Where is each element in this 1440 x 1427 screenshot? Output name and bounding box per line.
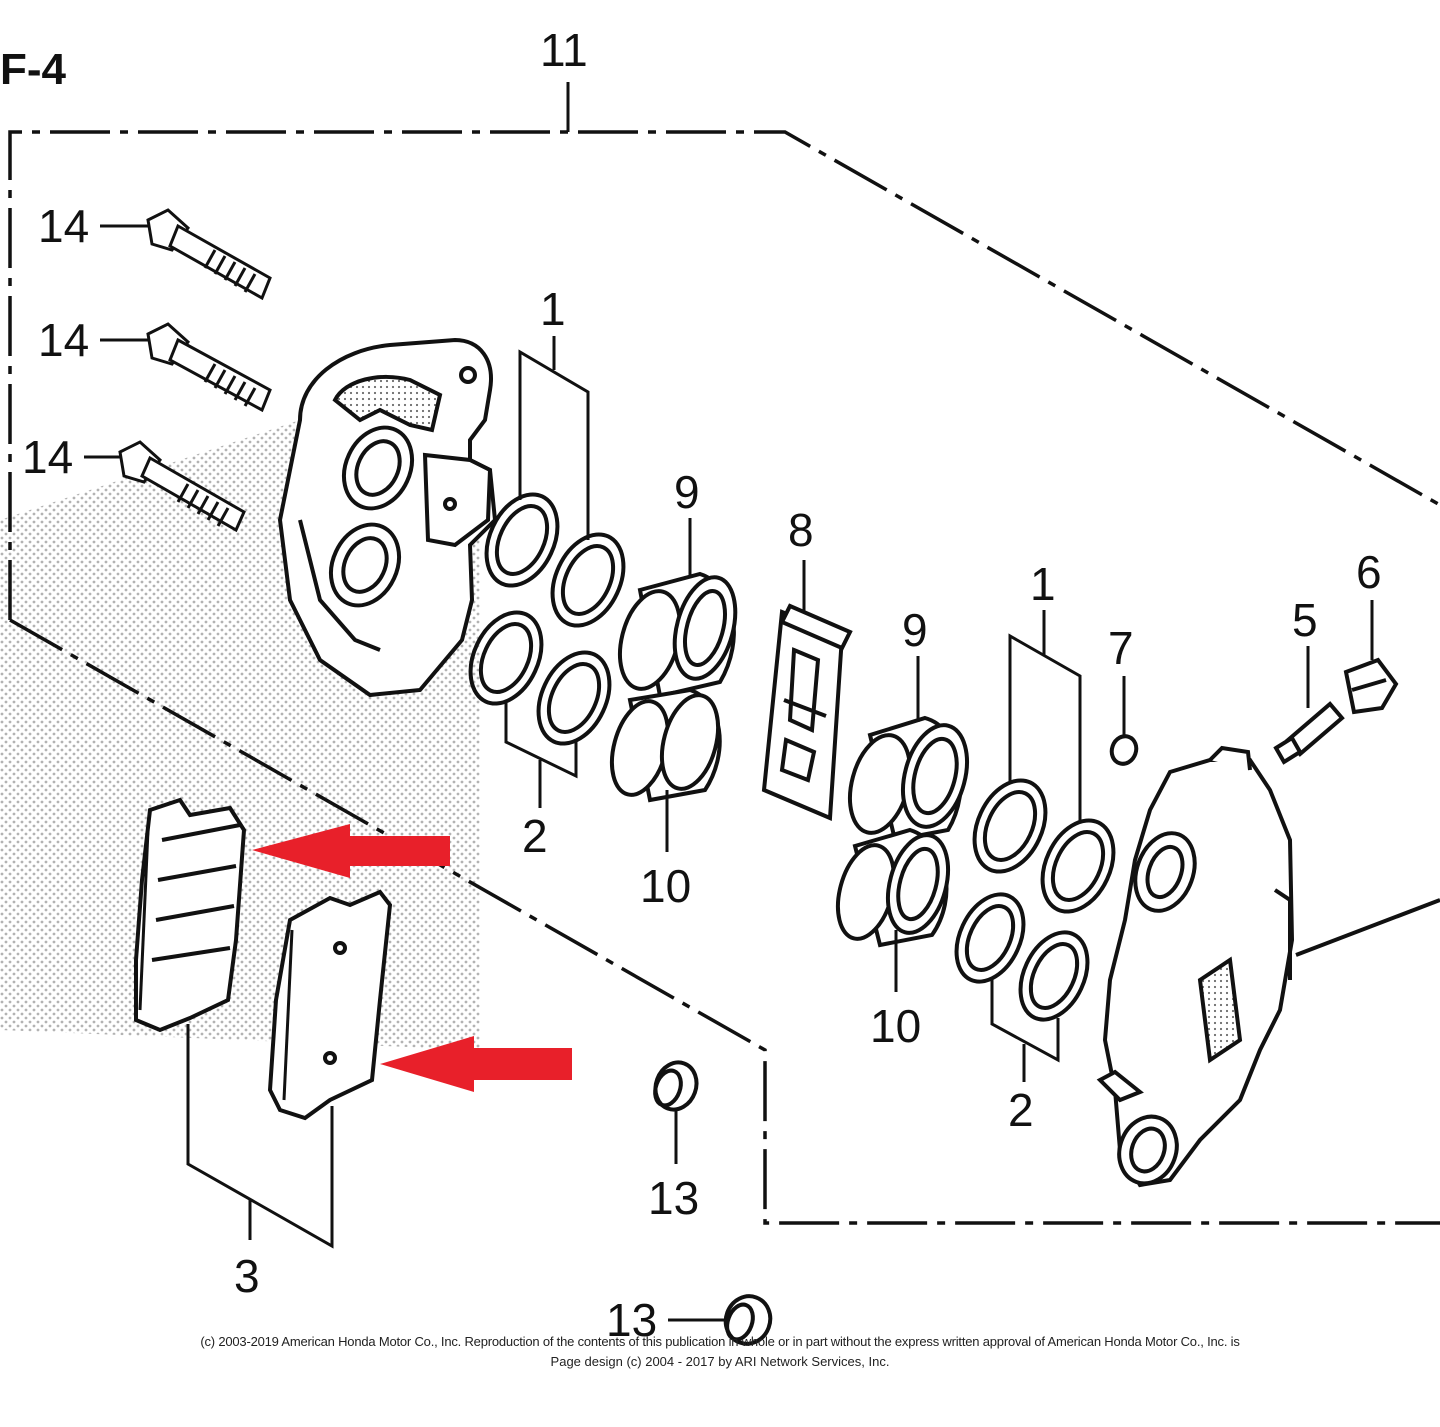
plug <box>1109 734 1139 766</box>
bleeder-screw <box>1273 701 1345 765</box>
brake-pad-right <box>267 889 393 1121</box>
callout-14-top: 14 <box>38 200 89 252</box>
callout-6: 6 <box>1356 546 1382 598</box>
callout-9-right: 9 <box>902 604 928 656</box>
callout-8: 8 <box>788 504 814 556</box>
seal-set-left-upper <box>484 349 626 628</box>
seal-set-left-lower <box>468 610 612 779</box>
bleeder-cap <box>1343 657 1399 715</box>
red-arrow-lower <box>380 1036 572 1092</box>
callout-5: 5 <box>1292 594 1318 646</box>
callout-14-middle: 14 <box>38 314 89 366</box>
callout-2-left: 2 <box>522 810 548 862</box>
brake-pad-left <box>134 797 247 1033</box>
red-arrow-upper <box>252 824 450 878</box>
collar-upper <box>653 1060 699 1112</box>
assembly-boundary <box>8 130 1440 1225</box>
pad-spring <box>761 603 853 821</box>
callout-13-lower: 13 <box>606 1294 657 1346</box>
bolt-top <box>100 208 272 301</box>
diagram-title: F-4 <box>0 45 67 94</box>
callout-1-right: 1 <box>1030 558 1056 610</box>
callout-14-low: 14 <box>22 431 73 483</box>
callout-3: 3 <box>234 1250 260 1302</box>
pad-set-bracket <box>186 1024 334 1249</box>
callout-10-right: 10 <box>870 1000 921 1052</box>
callout-13-upper: 13 <box>648 1172 699 1224</box>
piston-right-upper <box>848 715 969 843</box>
footer-page-design: Page design (c) 2004 - 2017 by ARI Netwo… <box>550 1354 890 1369</box>
caliper-right <box>1096 745 1440 1188</box>
seal-set-right-upper <box>972 633 1116 914</box>
seal-set-right-lower <box>954 892 1090 1063</box>
piston-left-lower <box>609 687 722 803</box>
piston-left-upper <box>618 571 738 699</box>
piston-right-lower <box>835 827 950 948</box>
bolt-low <box>84 440 246 533</box>
callout-10-left: 10 <box>640 860 691 912</box>
callout-7: 7 <box>1108 622 1134 674</box>
footer-copyright: (c) 2003-2019 American Honda Motor Co., … <box>200 1334 1240 1349</box>
callout-1-left: 1 <box>540 283 566 335</box>
caliper-left <box>277 337 498 698</box>
callout-9-left: 9 <box>674 466 700 518</box>
callout-2-right: 2 <box>1008 1084 1034 1136</box>
bolt-middle <box>100 322 272 413</box>
collar-lower <box>723 1294 773 1346</box>
callout-11: 11 <box>540 24 588 76</box>
